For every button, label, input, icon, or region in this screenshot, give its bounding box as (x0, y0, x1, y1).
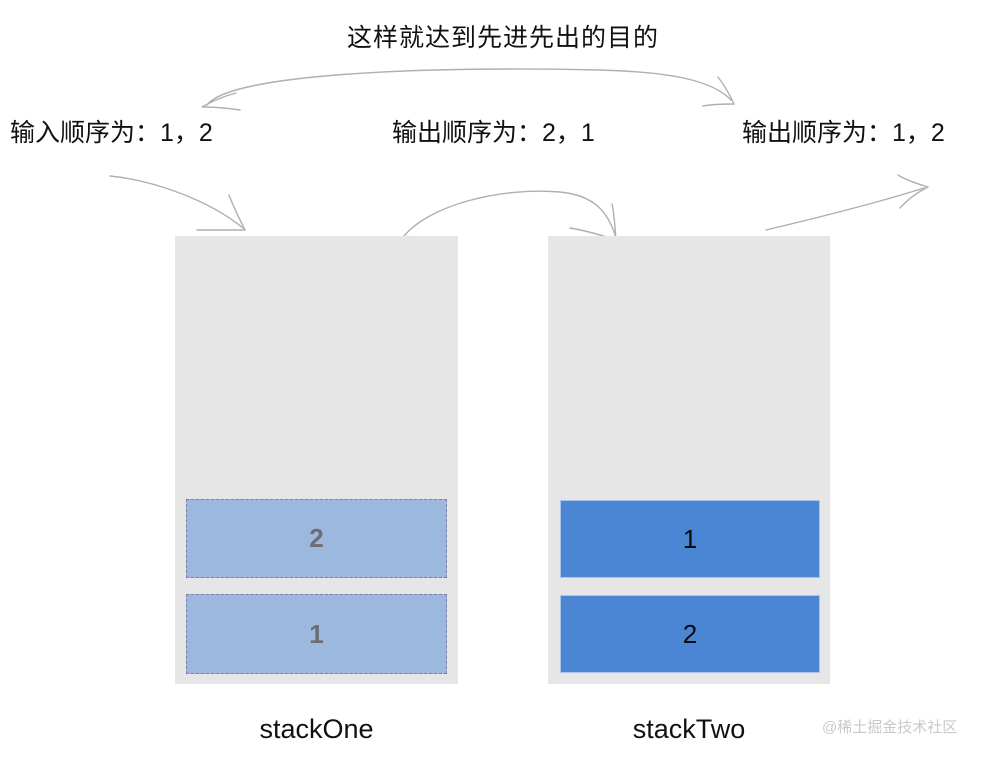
stack-cell[interactable]: 1 (560, 500, 820, 578)
stack-label-stacktwo: stackTwo (632, 714, 746, 744)
stack-container-stacktwo: 1 2 (548, 236, 830, 684)
stack-cell[interactable]: 2 (186, 499, 447, 578)
stack-container-stackone: 2 1 (175, 236, 458, 684)
stack-cell[interactable]: 1 (186, 594, 447, 674)
top-double-arrow (201, 68, 735, 111)
stack-cell[interactable]: 2 (560, 595, 820, 673)
stackone-to-stacktwo-arrow (403, 190, 617, 241)
stacktwo-to-output-arrow (765, 174, 929, 231)
stack-label-stackone: stackOne (259, 714, 374, 744)
watermark: @稀土掘金技术社区 (822, 719, 958, 736)
caption-input-order: 输入顺序为：1，2 (10, 119, 213, 147)
caption-middle-output-order: 输出顺序为：2，1 (392, 119, 595, 147)
caption-right-output-order: 输出顺序为：1，2 (742, 119, 945, 147)
input-to-stackone-arrow (109, 175, 246, 231)
diagram-title: 这样就达到先进先出的目的 (346, 24, 659, 52)
